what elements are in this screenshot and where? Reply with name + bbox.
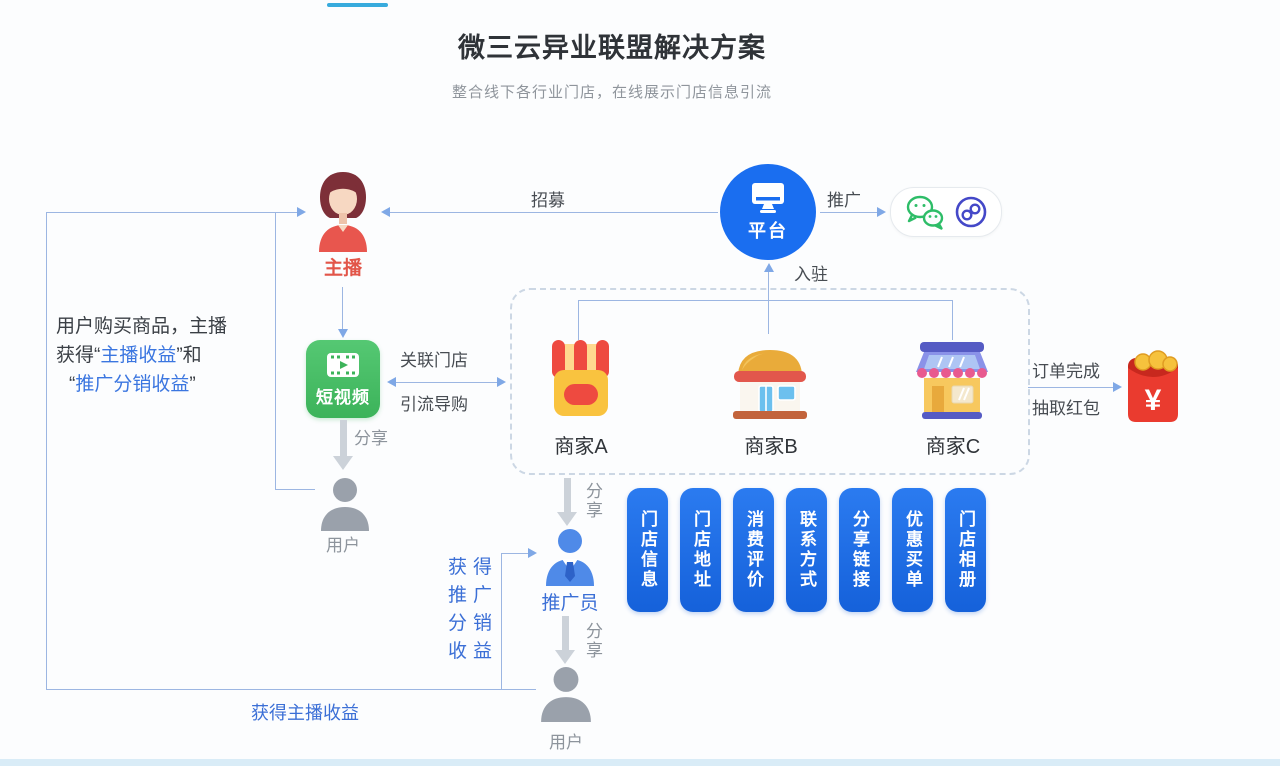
promoter-label: 推广员 (541, 593, 599, 614)
pill-discount-pay: 优惠买单 (892, 488, 933, 612)
connector-mid-vertical (275, 212, 276, 490)
connector-order (1028, 387, 1114, 388)
user-mid-label: 用户 (326, 536, 360, 555)
bottom-strip (0, 759, 1280, 766)
user-bottom-label: 用户 (549, 733, 583, 752)
short-video-label: 短视频 (316, 387, 370, 407)
monitor-icon (752, 183, 784, 213)
merchant-a-icon (552, 340, 609, 416)
edge-label-order-2: 抽取红包 (1032, 399, 1100, 418)
platform-label: 平台 (748, 221, 788, 241)
note-line-1: 用户购买商品，主播 (56, 316, 228, 337)
note-highlight-promo-income: 推广分销收益 (75, 374, 190, 395)
short-video-app: 短视频 (306, 340, 380, 418)
page-title: 微三云异业联盟解决方案 (458, 33, 766, 63)
platform-node: 平台 (720, 164, 816, 260)
arrowhead-settle (764, 263, 774, 272)
share-arrow-3-head (555, 650, 575, 664)
film-icon (327, 352, 359, 377)
arrowhead-promote (877, 207, 886, 217)
edge-label-share-1: 分享 (354, 429, 388, 448)
share-arrow-3-body (562, 616, 569, 650)
note-line-2: 获得“主播收益”和 (56, 345, 202, 366)
arrowhead-link-right (497, 377, 506, 387)
connector-merchants-horizontal (578, 300, 952, 301)
promo-income-note: 获得 推广 分销 收益 (448, 557, 499, 662)
merchant-b-icon (733, 350, 807, 419)
share-arrow-2-body (564, 478, 571, 512)
arrowhead-recruit (381, 207, 390, 217)
connector-top-horizontal (46, 212, 298, 213)
note-user-purchase: 用户购买商品，主播 获得“主播收益”和 “推广分销收益” (56, 312, 271, 399)
pill-store-info: 门店信息 (627, 488, 668, 612)
pill-contact-method: 联系方式 (786, 488, 827, 612)
tab-indicator-bar (327, 3, 388, 7)
connector-promoter-horizontal (501, 553, 529, 554)
pill-store-address: 门店地址 (680, 488, 721, 612)
pill-consume-review: 消费评价 (733, 488, 774, 612)
edge-label-settle: 入驻 (794, 265, 828, 284)
pill-store-album: 门店相册 (945, 488, 986, 612)
connector-promoter-vertical (501, 553, 502, 690)
user-bottom-icon (541, 667, 591, 722)
arrowhead-order (1113, 382, 1122, 392)
merchant-b-label: 商家B (744, 436, 798, 458)
connector-anchor-video (342, 287, 343, 329)
merchant-c-icon (916, 342, 988, 419)
connector-merchant-b (768, 300, 769, 334)
connector-bottom-horizontal (46, 689, 536, 690)
share-arrow-1-body (340, 420, 347, 456)
arrowhead-to-anchor (297, 207, 306, 217)
red-envelope-icon: ¥ (1128, 350, 1178, 422)
share-arrow-1-head (333, 456, 353, 470)
connector-merchant-a (578, 300, 579, 340)
edge-label-promote: 推广 (827, 191, 861, 210)
pill-share-link: 分享链接 (839, 488, 880, 612)
page-subtitle: 整合线下各行业门店，在线展示门店信息引流 (451, 84, 772, 101)
connector-link-store (392, 382, 498, 383)
arrowhead-to-video (338, 329, 348, 338)
yuan-symbol: ¥ (1145, 384, 1162, 417)
connector-user-mid-horizontal (275, 489, 315, 490)
edge-label-share-2: 分享 (583, 482, 602, 520)
wechat-channels-icon (955, 196, 987, 228)
anchor-label: 主播 (323, 258, 362, 279)
note-highlight-anchor-income: 主播收益 (100, 345, 177, 366)
edge-label-share-3: 分享 (583, 622, 602, 660)
anchor-income-label: 获得主播收益 (251, 703, 359, 723)
arrowhead-link-left (387, 377, 396, 387)
edge-label-order-1: 订单完成 (1032, 362, 1100, 381)
share-arrow-2-head (557, 512, 577, 526)
wechat-channels-pill (890, 187, 1002, 237)
edge-label-link-store-1: 关联门店 (400, 351, 468, 370)
connector-merchant-c (952, 300, 953, 340)
note-line-3: “推广分销收益” (69, 374, 196, 395)
user-mid-icon (321, 478, 369, 531)
arrowhead-to-promoter (528, 548, 537, 558)
merchant-a-label: 商家A (554, 436, 608, 458)
promoter-icon (546, 529, 594, 586)
feature-pill-row: 门店信息 门店地址 消费评价 联系方式 分享链接 优惠买单 门店相册 (627, 488, 986, 612)
connector-promote (820, 212, 878, 213)
edge-label-recruit: 招募 (531, 191, 565, 210)
edge-label-link-store-2: 引流导购 (400, 395, 468, 414)
wechat-icon (906, 195, 944, 230)
connector-recruit (388, 212, 718, 213)
merchant-c-label: 商家C (925, 436, 981, 458)
anchor-avatar-icon (319, 172, 367, 252)
merchants-group-box (510, 288, 1030, 475)
connector-left-vertical (46, 212, 47, 690)
connector-settle (768, 266, 769, 302)
